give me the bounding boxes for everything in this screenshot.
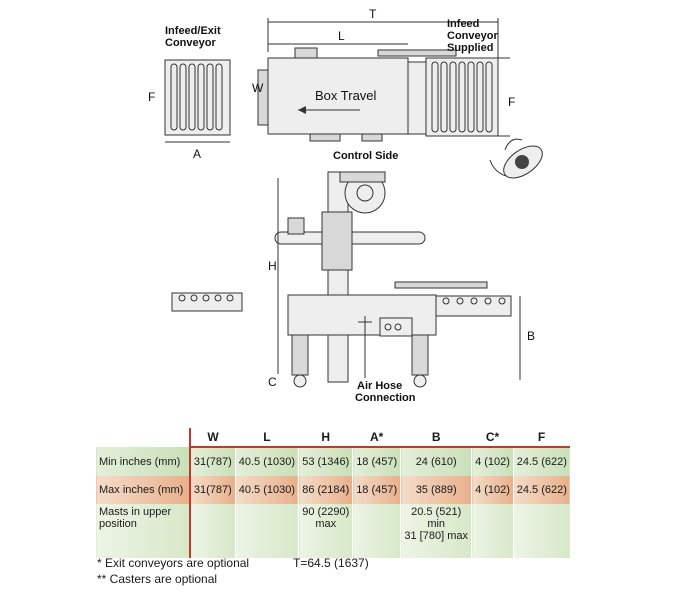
cell-empty xyxy=(512,504,570,558)
cell: 31(787) xyxy=(188,476,236,504)
cell-empty xyxy=(234,504,299,558)
col-header-w: W xyxy=(188,428,236,448)
row-label-masts-1: Masts in upper xyxy=(99,506,172,518)
cell: 40.5 (1030) xyxy=(234,447,299,476)
dim-f-left-label: F xyxy=(148,90,155,104)
tape-roll-core xyxy=(356,184,374,202)
body-bottom-tab-2 xyxy=(361,133,383,142)
dim-b-label: B xyxy=(527,329,535,343)
table-row-max: Max inches (mm) 31(787) 40.5 (1030) 86 (… xyxy=(95,476,570,504)
panel-button-1 xyxy=(384,323,392,331)
cell: 40.5 (1030) xyxy=(234,476,299,504)
head-carriage xyxy=(321,211,353,271)
col-header-b: B xyxy=(400,428,472,448)
control-panel xyxy=(379,317,413,337)
note-casters: ** Casters are optional xyxy=(97,572,218,586)
spec-table: W L H A* B C* F Min inches (mm) 31(787) … xyxy=(95,428,570,558)
cell: 53 (1346) xyxy=(298,447,353,476)
infeed-supplied-label-3: Supplied xyxy=(447,42,493,54)
air-hose-label-1: Air Hose xyxy=(357,380,402,392)
cell: 4 (102) xyxy=(471,476,514,504)
header-corner xyxy=(96,428,191,447)
mast-b-2: min xyxy=(427,518,446,530)
cell: 24 (610) xyxy=(400,447,472,476)
cell: 86 (2184) xyxy=(298,476,353,504)
dim-w-label: W xyxy=(252,81,264,95)
right-conveyor-side-rollers xyxy=(442,297,506,305)
body-top-tab xyxy=(294,47,318,59)
cell-empty xyxy=(188,504,236,558)
side-rail xyxy=(394,281,488,289)
left-caster xyxy=(293,374,307,388)
cell: 31(787) xyxy=(188,447,236,476)
panel-button-2 xyxy=(394,323,402,331)
head-top xyxy=(339,171,386,183)
row-label-masts-2: position xyxy=(99,518,137,530)
right-caster xyxy=(413,374,427,388)
right-leg xyxy=(411,334,429,376)
dim-c-label: C xyxy=(268,375,277,389)
machine-body-top xyxy=(267,57,409,135)
mast-h-2: max xyxy=(315,518,337,530)
arrow-head xyxy=(298,106,306,114)
cell: 24.5 (622) xyxy=(512,447,570,476)
dim-l-label: L xyxy=(338,29,345,43)
infeed-supplied-label-2: Conveyor xyxy=(447,30,498,42)
cell: 18 (457) xyxy=(352,476,401,504)
left-conveyor-side xyxy=(171,292,243,312)
body-bottom-tab-1 xyxy=(309,133,341,142)
dim-f-right-label: F xyxy=(508,95,515,109)
table-row-min: Min inches (mm) 31(787) 40.5 (1030) 53 (… xyxy=(95,447,570,476)
air-hose-fitting xyxy=(358,316,372,330)
table-header-row: W L H A* B C* F xyxy=(96,428,570,448)
infeed-supplied-label-1: Infeed xyxy=(447,18,479,30)
col-header-l: L xyxy=(235,428,299,448)
cell: 35 (889) xyxy=(400,476,472,504)
infeed-exit-label-1: Infeed/Exit xyxy=(165,25,221,37)
right-conveyor-side xyxy=(435,295,512,317)
table-row-masts: Masts in upper position 90 (2290) max 20… xyxy=(95,504,570,558)
col-header-h: H xyxy=(298,428,353,448)
air-hose-label-2: Connection xyxy=(355,392,416,404)
infeed-exit-label-2: Conveyor xyxy=(165,37,216,49)
cell-mast-h: 90 (2290) max xyxy=(298,504,353,558)
mast-b-3: 31 [780] max xyxy=(404,530,468,542)
cell: 4 (102) xyxy=(471,447,514,476)
cell-empty xyxy=(352,504,401,558)
row-label-min: Min inches (mm) xyxy=(95,447,190,476)
control-side-label: Control Side xyxy=(333,150,398,162)
col-header-c: C* xyxy=(471,428,514,448)
row-label-max: Max inches (mm) xyxy=(95,476,190,504)
total-length-note: T=64.5 (1637) xyxy=(293,556,369,570)
cell: 24.5 (622) xyxy=(512,476,570,504)
mast-h-1: 90 (2290) xyxy=(302,506,350,518)
cell-empty xyxy=(471,504,514,558)
mast xyxy=(327,171,349,383)
operator-figure xyxy=(489,138,543,179)
base-frame xyxy=(287,294,437,336)
dim-t-label: T xyxy=(369,7,377,21)
col-header-a: A* xyxy=(352,428,401,448)
mast-b-1: 20.5 (521) xyxy=(411,506,462,518)
cell-mast-b: 20.5 (521) min 31 [780] max xyxy=(400,504,472,558)
body-left-tab xyxy=(257,69,269,126)
body-transition xyxy=(407,61,427,135)
right-conveyor-top xyxy=(425,57,499,137)
col-header-f: F xyxy=(513,428,570,448)
top-rail xyxy=(377,49,457,57)
upper-belt-bracket xyxy=(287,217,305,235)
left-conveyor-rollers xyxy=(170,63,223,131)
box-travel-label: Box Travel xyxy=(315,88,377,103)
left-conveyor-side-rollers xyxy=(178,294,234,302)
dim-a-label: A xyxy=(193,147,201,161)
note-exit-conveyors: * Exit conveyors are optional xyxy=(97,556,250,570)
cell: 18 (457) xyxy=(352,447,401,476)
dim-h-label: H xyxy=(268,259,277,273)
machine-diagram: T L Infeed/Exit Conveyor F A W Box Trave… xyxy=(148,7,543,404)
row-label-masts: Masts in upper position xyxy=(95,504,190,558)
left-leg xyxy=(291,334,309,376)
right-conveyor-rollers xyxy=(431,61,493,133)
